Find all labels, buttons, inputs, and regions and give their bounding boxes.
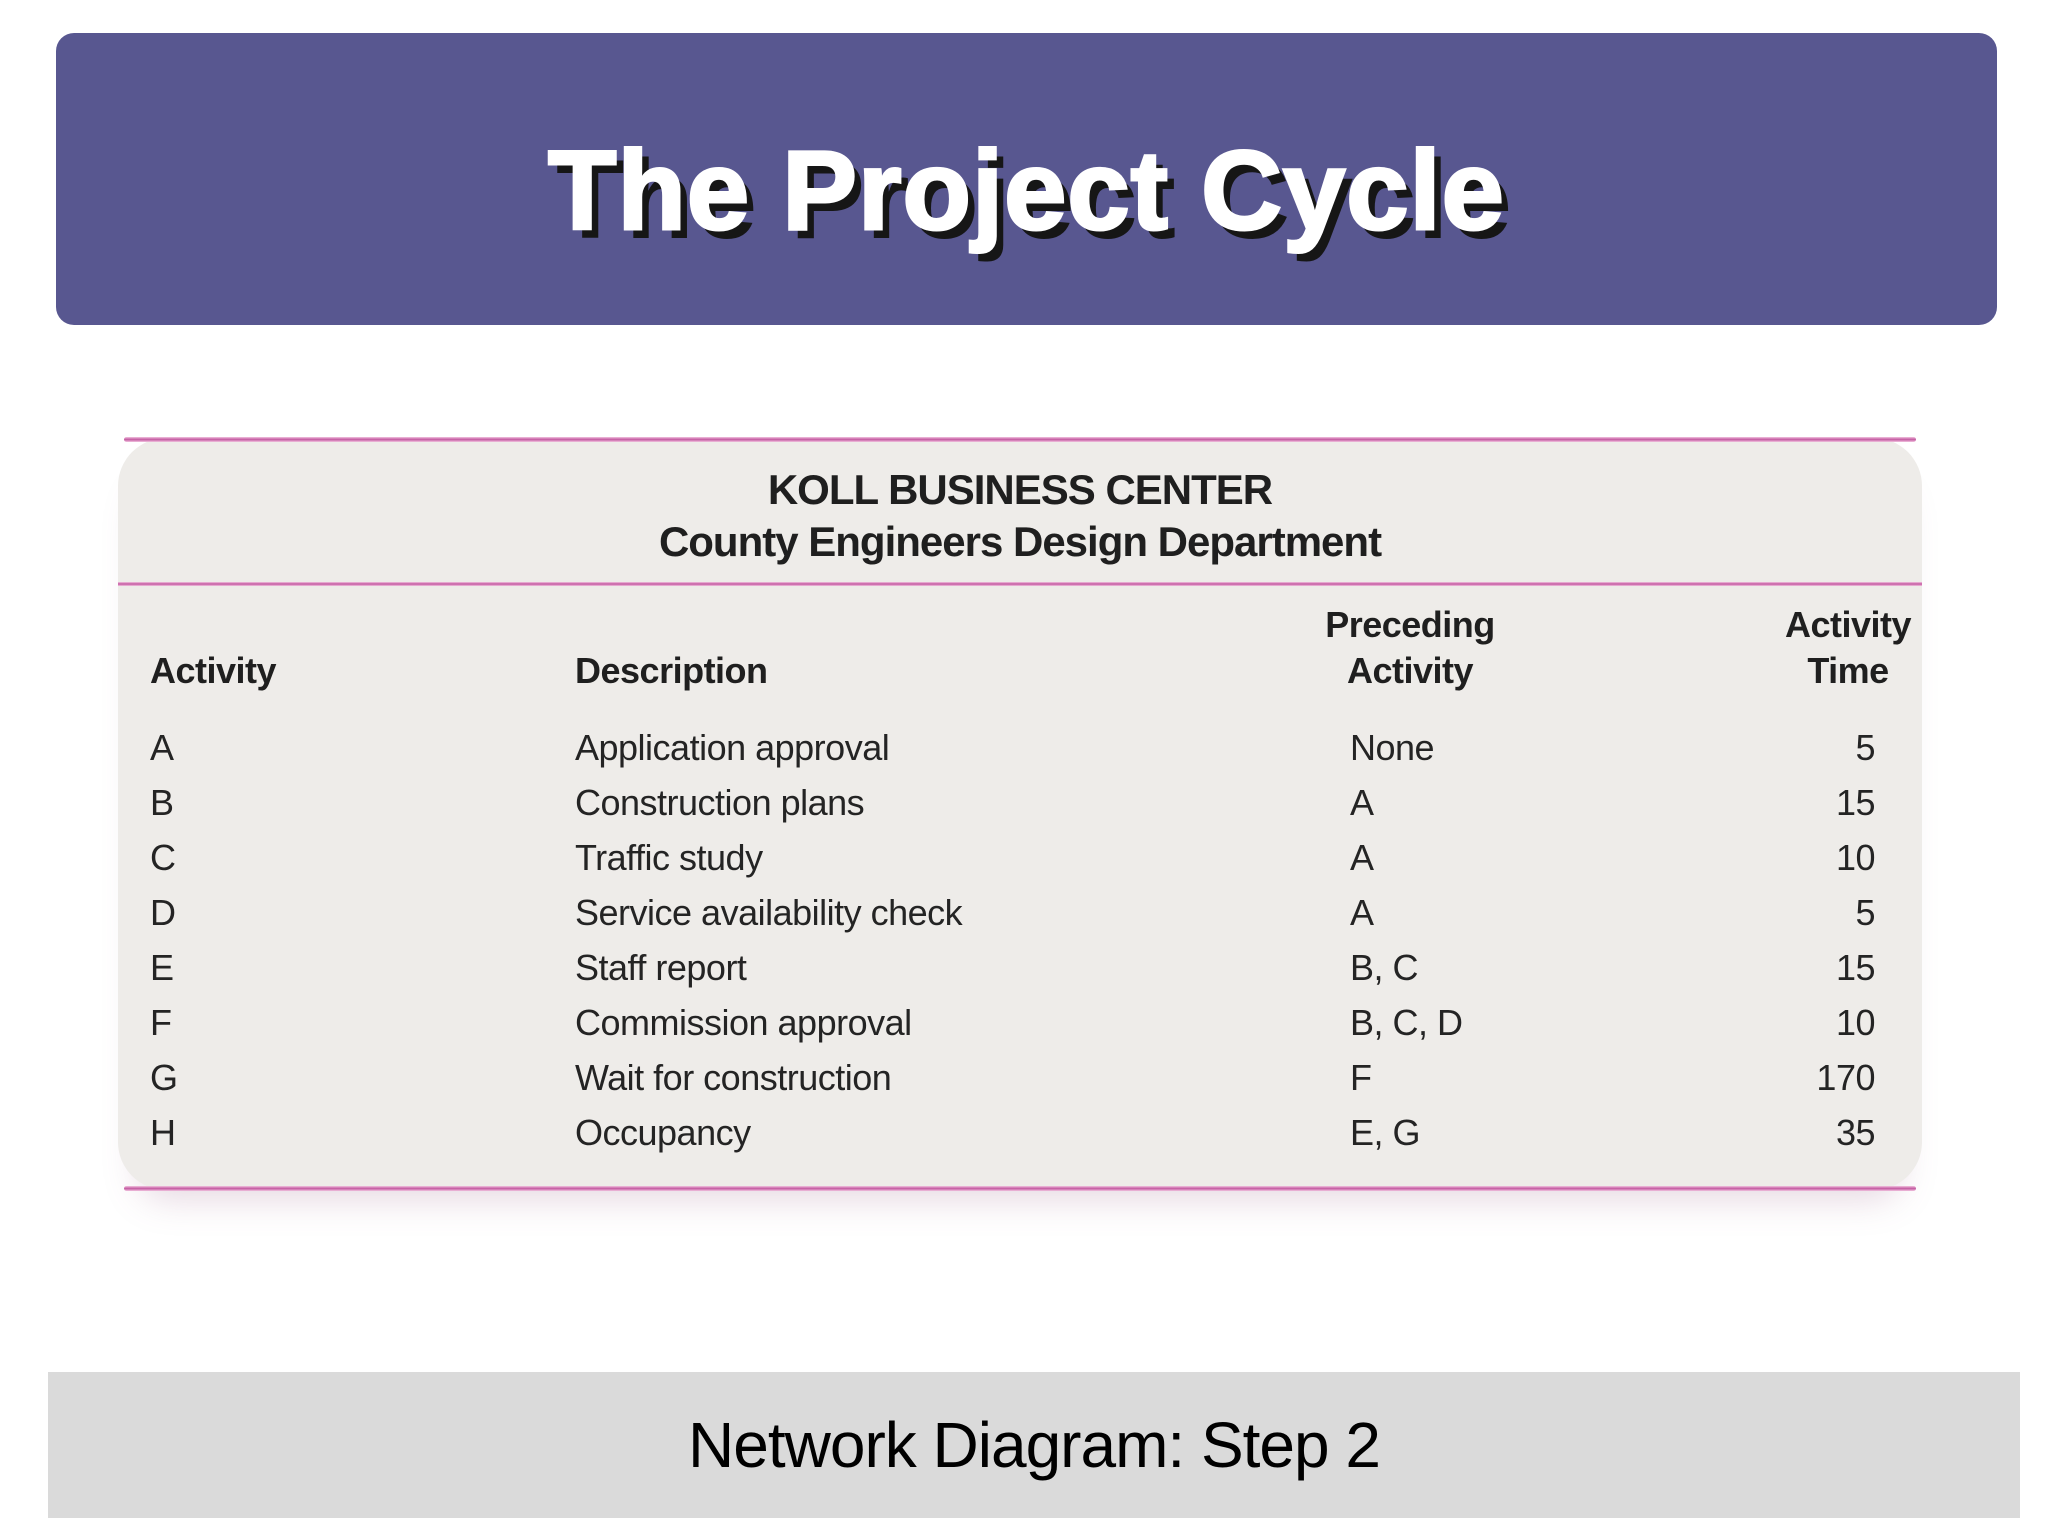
cell-description: Occupancy [575, 1111, 751, 1153]
cell-time: 15 [1835, 781, 1876, 823]
table-column-headers: Activity Description Preceding Activity … [118, 602, 1922, 694]
cell-time: 5 [1855, 891, 1875, 933]
cell-description: Staff report [575, 946, 747, 988]
cell-time: 10 [1835, 836, 1876, 878]
cell-preceding: A [1350, 781, 1374, 823]
cell-description: Application approval [575, 726, 890, 768]
cell-activity: A [150, 726, 174, 768]
table-header-block: KOLL BUSINESS CENTER County Engineers De… [118, 438, 1922, 566]
table-row: G Wait for construction F 170 [118, 1050, 1922, 1105]
cell-preceding: None [1350, 726, 1435, 768]
cell-time: 15 [1835, 946, 1876, 988]
cell-time: 170 [1816, 1056, 1875, 1098]
card-top-accent-line [124, 437, 1916, 442]
column-header-preceding-activity: Preceding Activity [1325, 604, 1495, 691]
title-banner: The Project Cycle [56, 33, 1997, 325]
cell-activity: H [150, 1111, 176, 1153]
cell-preceding: F [1350, 1056, 1372, 1098]
table-row: F Commission approval B, C, D 10 [118, 995, 1922, 1050]
cell-activity: F [150, 1001, 172, 1043]
table-row: B Construction plans A 15 [118, 775, 1922, 830]
cell-description: Service availability check [575, 891, 963, 933]
caption-bar: Network Diagram: Step 2 [48, 1372, 2020, 1518]
slide-title: The Project Cycle [547, 126, 1506, 254]
column-header-activity-time: Activity Time [1785, 604, 1912, 691]
slide-caption: Network Diagram: Step 2 [688, 1409, 1381, 1481]
cell-description: Construction plans [575, 781, 865, 823]
cell-preceding: B, C [1350, 946, 1419, 988]
cell-activity: G [150, 1056, 178, 1098]
cell-activity: B [150, 781, 174, 823]
table-subtitle: County Engineers Design Department [658, 518, 1382, 565]
cell-time: 10 [1835, 1001, 1876, 1043]
card-bottom-accent-line [124, 1186, 1916, 1191]
table-row: A Application approval None 5 [118, 720, 1922, 775]
column-header-activity: Activity [150, 650, 277, 691]
cell-preceding: E, G [1350, 1111, 1421, 1153]
table-body: A Application approval None 5 B Construc… [118, 720, 1922, 1160]
table-row: E Staff report B, C 15 [118, 940, 1922, 995]
cell-preceding: A [1350, 836, 1374, 878]
cell-description: Traffic study [575, 836, 763, 878]
table-row: C Traffic study A 10 [118, 830, 1922, 885]
column-header-description: Description [575, 650, 768, 691]
table-row: H Occupancy E, G 35 [118, 1105, 1922, 1160]
table-row: D Service availability check A 5 [118, 885, 1922, 940]
activity-table-card: KOLL BUSINESS CENTER County Engineers De… [118, 437, 1922, 1191]
cell-preceding: A [1350, 891, 1374, 933]
table-head-divider [118, 582, 1922, 586]
table-title: KOLL BUSINESS CENTER [767, 466, 1273, 513]
cell-description: Commission approval [575, 1001, 912, 1043]
cell-activity: C [150, 836, 176, 878]
cell-activity: E [150, 946, 174, 988]
cell-description: Wait for construction [575, 1056, 892, 1098]
cell-time: 35 [1835, 1111, 1876, 1153]
cell-activity: D [150, 891, 176, 933]
cell-time: 5 [1855, 726, 1875, 768]
cell-preceding: B, C, D [1350, 1001, 1463, 1043]
